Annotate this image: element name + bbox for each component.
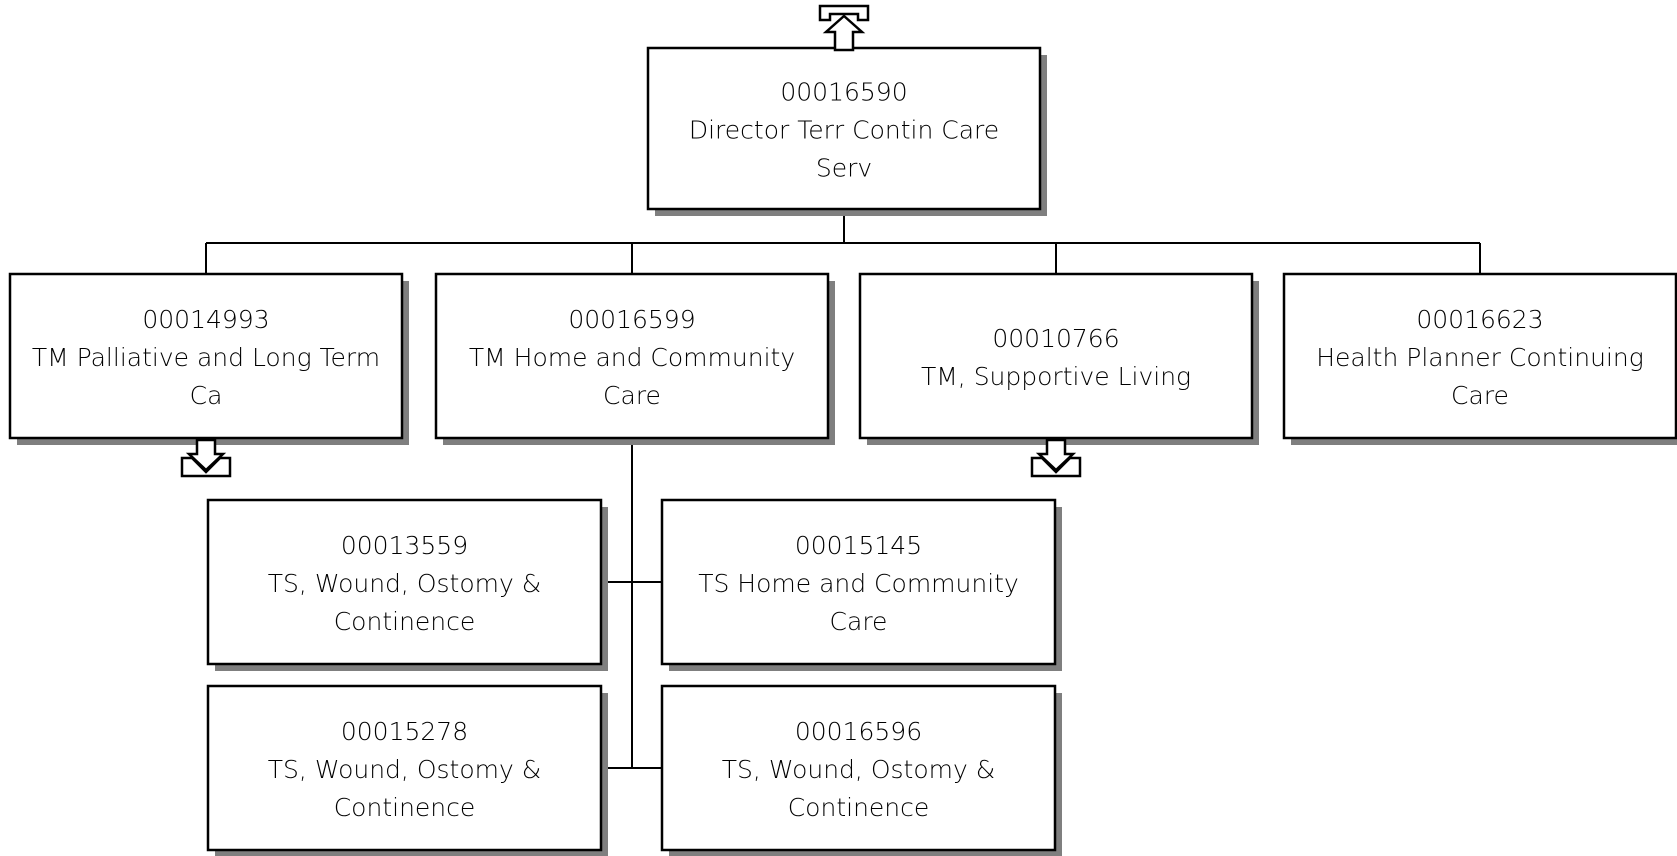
position-title: Continence bbox=[334, 793, 476, 822]
position-title: TS, Wound, Ostomy & bbox=[268, 755, 541, 784]
position-title: Director Terr Contin Care bbox=[689, 116, 999, 145]
connector-lines bbox=[205, 209, 1481, 769]
box-frame bbox=[1282, 272, 1677, 440]
position-id: 00013559 bbox=[341, 531, 468, 560]
box-frame bbox=[8, 272, 404, 440]
box-frame bbox=[206, 498, 603, 666]
position-id: 00016623 bbox=[1416, 305, 1543, 334]
expand-down-icon[interactable] bbox=[1030, 438, 1082, 478]
box-frame bbox=[206, 684, 603, 852]
position-title: TM Palliative and Long Term bbox=[32, 343, 380, 372]
position-title: Ca bbox=[190, 381, 223, 410]
box-frame bbox=[660, 498, 1057, 666]
position-title: Continence bbox=[334, 607, 476, 636]
position-id: 00016590 bbox=[780, 78, 907, 107]
navigation-arrows bbox=[180, 4, 1082, 478]
expand-down-icon[interactable] bbox=[180, 438, 232, 478]
position-id: 00014993 bbox=[142, 305, 269, 334]
position-id: 00015278 bbox=[341, 717, 468, 746]
position-title: TS Home and Community bbox=[698, 569, 1019, 598]
position-title: TM Home and Community bbox=[469, 343, 795, 372]
navigate-up-icon[interactable] bbox=[818, 4, 870, 52]
position-title: Health Planner Continuing bbox=[1316, 343, 1644, 372]
position-title: TM, Supportive Living bbox=[921, 362, 1191, 391]
position-id: 00016599 bbox=[568, 305, 695, 334]
box-frame bbox=[646, 46, 1042, 211]
position-title: Care bbox=[830, 607, 888, 636]
position-title: Continence bbox=[788, 793, 930, 822]
position-id: 00015145 bbox=[795, 531, 922, 560]
box-frame bbox=[660, 684, 1057, 852]
position-title: TS, Wound, Ostomy & bbox=[268, 569, 541, 598]
position-id: 00016596 bbox=[795, 717, 922, 746]
box-frame bbox=[858, 272, 1254, 440]
position-id: 00010766 bbox=[992, 324, 1119, 353]
position-title: Care bbox=[603, 381, 661, 410]
position-title: Care bbox=[1451, 381, 1509, 410]
position-title: TS, Wound, Ostomy & bbox=[722, 755, 995, 784]
box-frame bbox=[434, 272, 830, 440]
position-title: Serv bbox=[816, 154, 872, 183]
